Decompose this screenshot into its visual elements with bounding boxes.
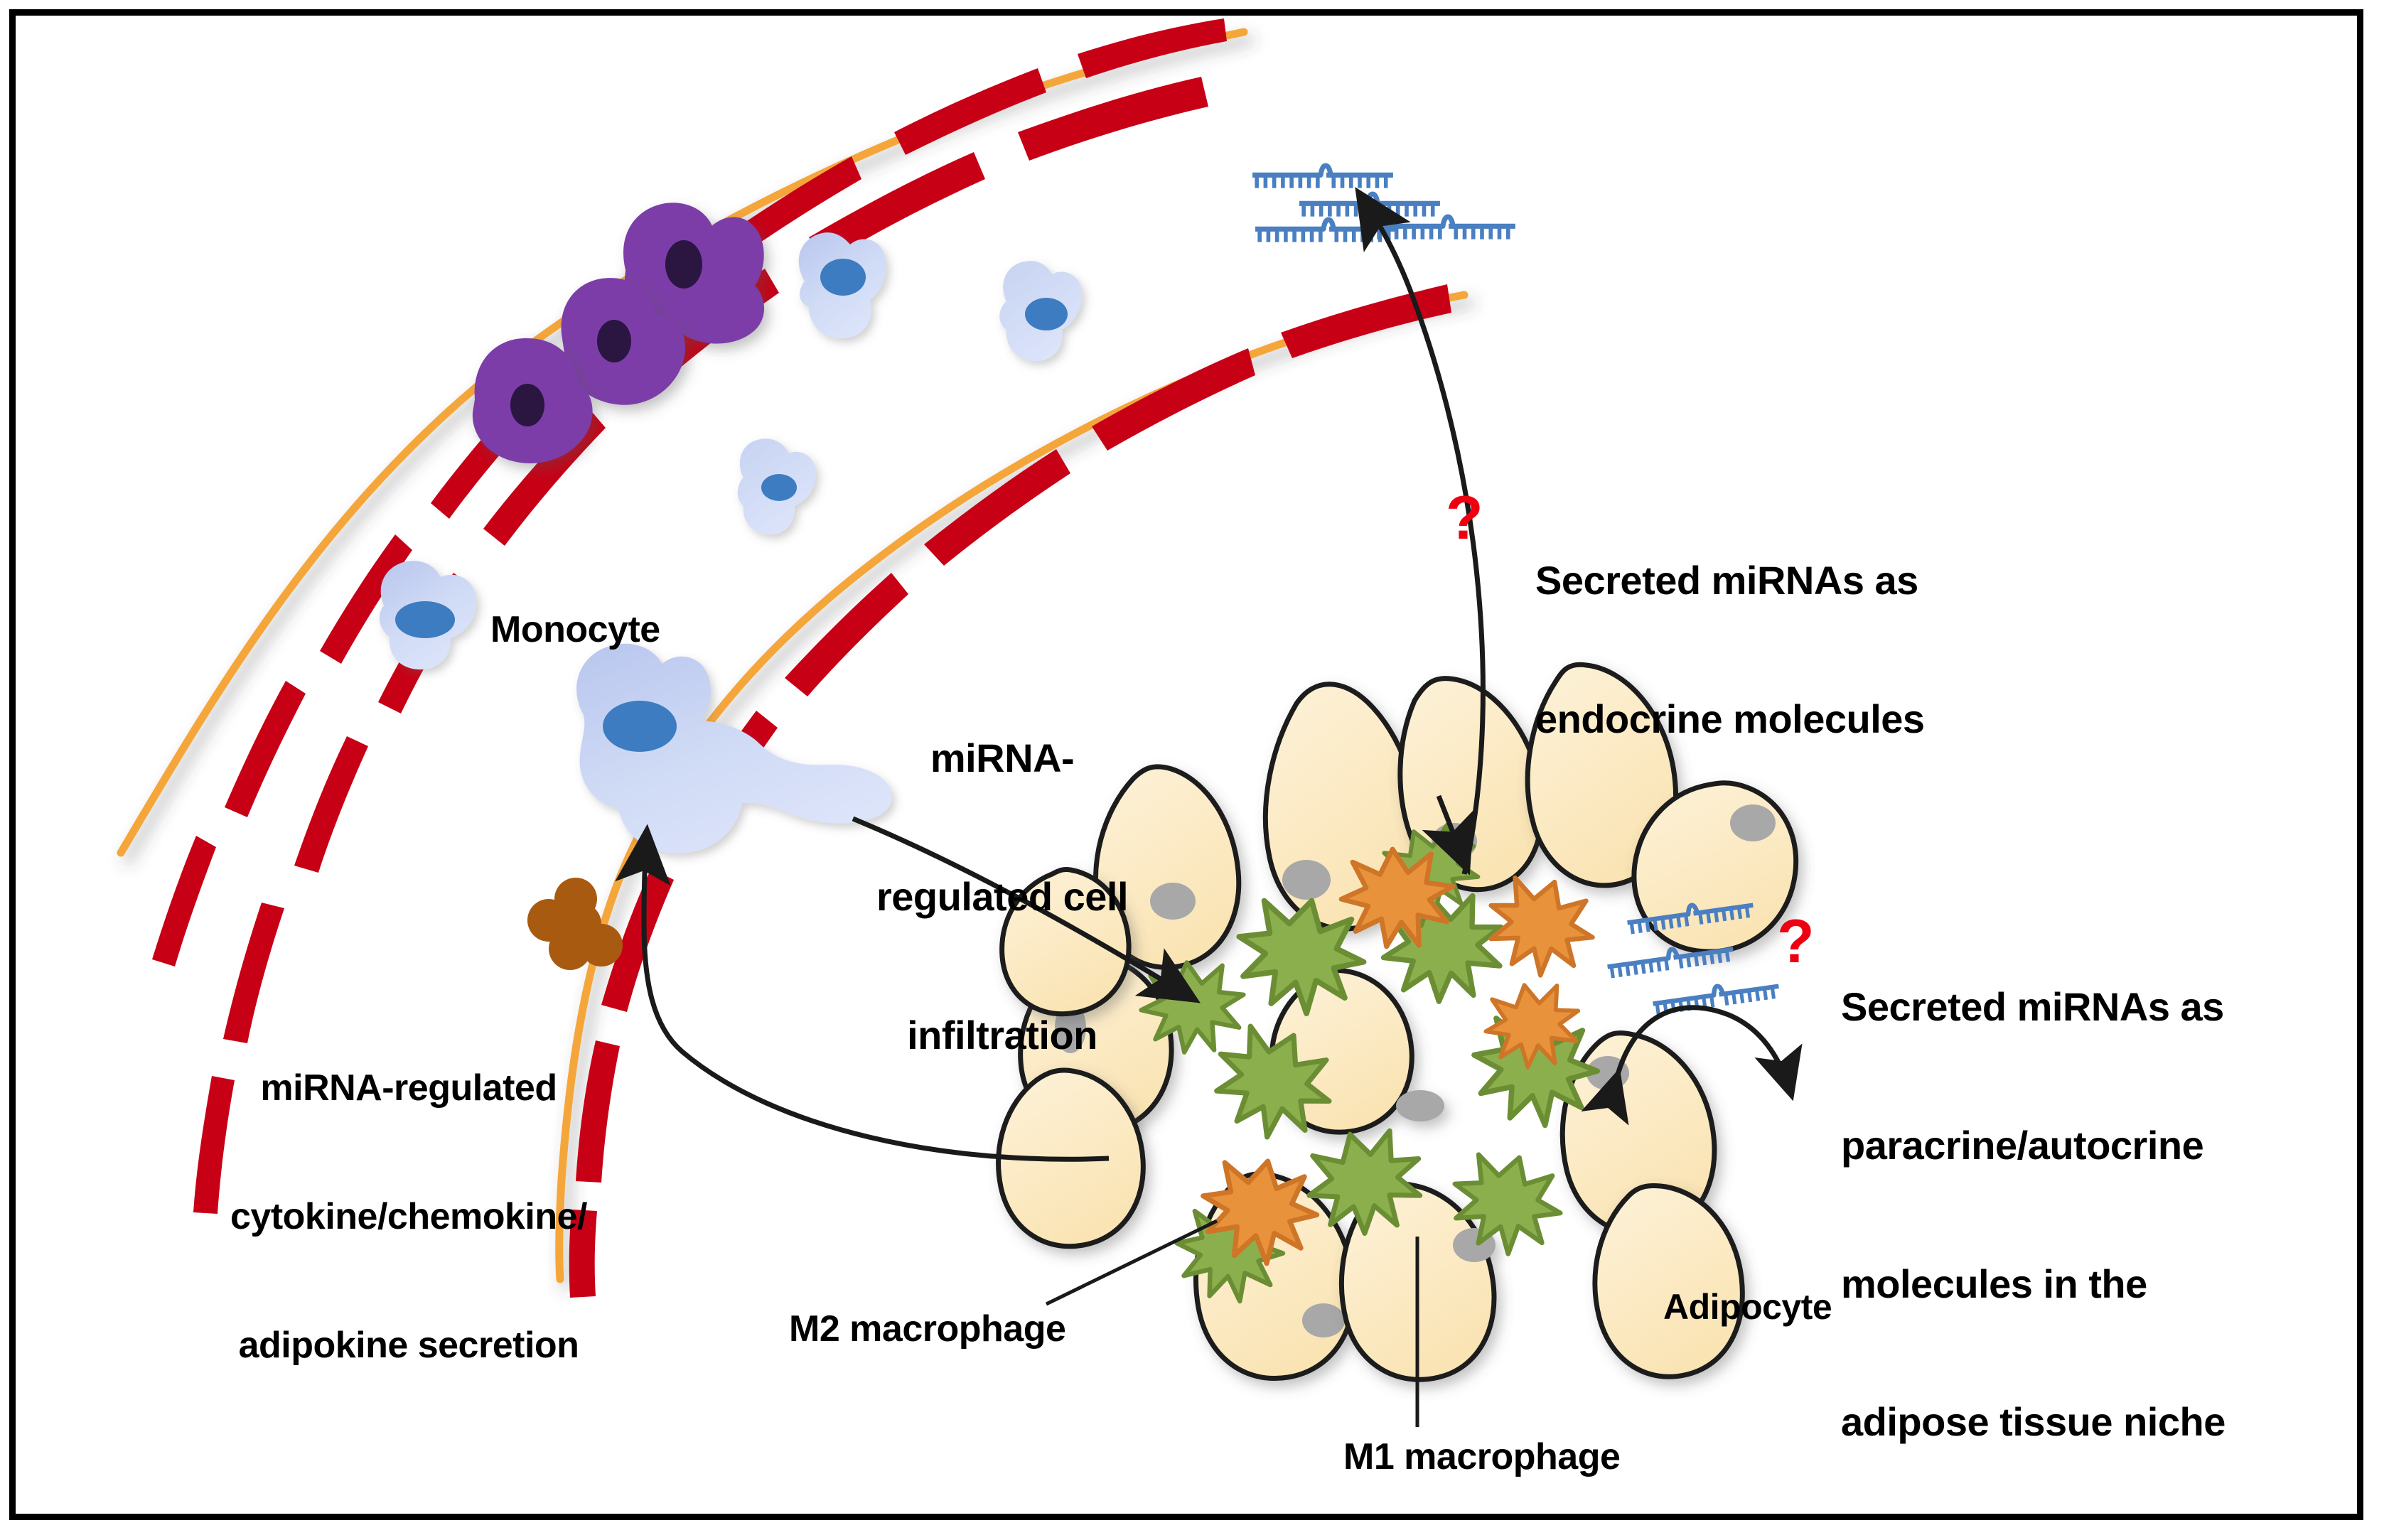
label-line: adipokine secretion	[238, 1324, 579, 1366]
monocyte-cell	[737, 438, 816, 535]
label-line: molecules in the	[1841, 1261, 2147, 1306]
label-mirna-cytokine-secretion: miRNA-regulated cytokine/chemokine/ adip…	[181, 981, 636, 1452]
cytokine-cluster-icon	[527, 878, 623, 970]
adipocyte	[1592, 1183, 1745, 1379]
leader-m2	[1045, 1219, 1218, 1306]
label-line: paracrine/autocrine	[1841, 1122, 2204, 1168]
arrow-cytokine-secretion	[615, 824, 1110, 1162]
monocyte-cell	[379, 561, 477, 670]
purple-cell	[472, 338, 593, 463]
question-mark-icon-paracrine: ?	[1777, 908, 1815, 976]
mirna-hairpin-icon	[1255, 220, 1396, 242]
mirna-hairpin-icon	[1252, 166, 1393, 188]
arrow-paracrine-autocrine	[1581, 1005, 1803, 1126]
question-mark-icon-endocrine: ?	[1446, 484, 1483, 552]
monocyte-cell	[999, 261, 1083, 362]
arrow-endocrine-into-tissue	[1422, 795, 1474, 876]
label-line: infiltration	[907, 1012, 1097, 1057]
adipocyte	[1631, 780, 1799, 954]
label-monocyte: Monocyte	[490, 609, 660, 650]
mirna-hairpin-icon	[1375, 217, 1515, 239]
label-line: miRNA-regulated	[260, 1067, 557, 1109]
label-adipocyte: Adipocyte	[1663, 1287, 1832, 1327]
monocyte-cell	[798, 232, 886, 339]
label-m1-macrophage: M1 macrophage	[1343, 1436, 1621, 1477]
label-line: regulated cell	[876, 873, 1129, 919]
transmigrating-monocyte	[576, 643, 892, 854]
purple-cell	[623, 203, 765, 344]
arrow-endocrine	[1355, 187, 1486, 875]
label-line: endocrine molecules	[1535, 696, 1925, 741]
label-line: miRNA-	[930, 735, 1075, 780]
monocytes-lumen	[379, 232, 1083, 670]
adipocyte	[1262, 682, 1422, 932]
label-secreted-endocrine: Secreted miRNAs as endocrine molecules	[1535, 465, 2076, 835]
arrow-cell-infiltration	[852, 816, 1201, 1003]
label-mirna-cell-infiltration: miRNA- regulated cell infiltration	[853, 643, 1151, 1151]
figure-border	[9, 9, 2363, 1520]
label-m2-macrophage: M2 macrophage	[789, 1308, 1066, 1350]
purple-cell	[561, 278, 686, 405]
label-line: adipose tissue niche	[1841, 1399, 2225, 1445]
leader-lines	[1045, 1219, 1419, 1427]
adipocyte	[1093, 764, 1242, 970]
purple-leukocytes	[472, 203, 765, 463]
label-line: Secreted miRNAs as	[1535, 557, 1918, 603]
label-line: Secreted miRNAs as	[1841, 984, 2224, 1029]
label-secreted-paracrine: Secreted miRNAs as paracrine/autocrine m…	[1841, 892, 2353, 1538]
label-line: cytokine/chemokine/	[230, 1195, 588, 1237]
